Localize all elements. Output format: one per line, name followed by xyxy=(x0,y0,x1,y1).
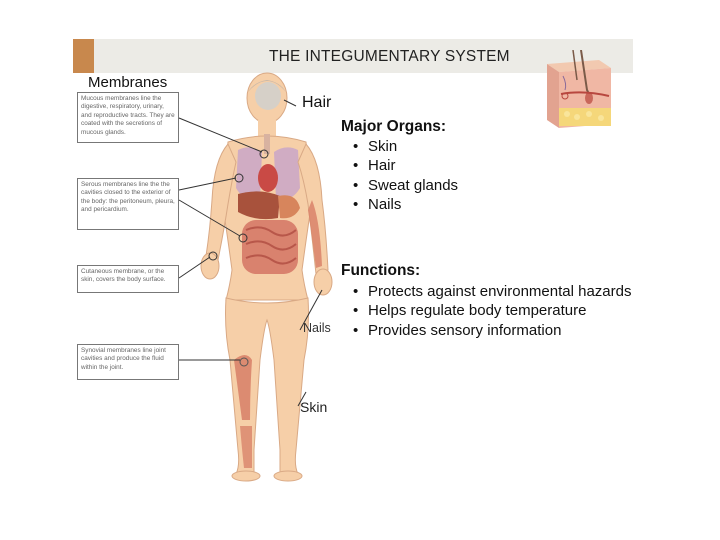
bullet-icon: • xyxy=(353,302,359,320)
bullet-icon: • xyxy=(353,157,359,175)
bullet-icon: • xyxy=(353,321,359,339)
functions-list: •Protects against environmental hazards … xyxy=(353,282,643,340)
label-skin: Skin xyxy=(300,399,328,415)
major-organs-heading: Major Organs: xyxy=(341,118,447,135)
membrane-box-serous: Serous membranes line the the cavities c… xyxy=(77,178,179,230)
bullet-icon: • xyxy=(353,138,359,155)
skin-cross-section-icon xyxy=(547,50,611,128)
list-item: •Sweat glands xyxy=(353,176,459,194)
bullet-icon: • xyxy=(353,196,359,214)
list-item: •Provides sensory information xyxy=(353,321,562,339)
major-organs-list: •Skin •Hair •Sweat glands •Nails xyxy=(353,137,458,215)
list-item: •Nails xyxy=(353,196,402,214)
list-item: •Helps regulate body temperature xyxy=(353,302,587,320)
list-item: •Hair xyxy=(353,157,396,175)
label-nails: Nails xyxy=(303,321,331,335)
label-hair: Hair xyxy=(302,94,332,111)
title-accent xyxy=(73,39,94,73)
membrane-box-cutaneous: Cutaneous membrane, or the skin, covers … xyxy=(77,265,179,293)
membrane-box-synovial: Synovial membranes line joint cavities a… xyxy=(77,344,179,380)
page-title: THE INTEGUMENTARY SYSTEM xyxy=(269,48,510,65)
membrane-box-mucous: Mucous membranes line the digestive, res… xyxy=(77,92,179,143)
list-item: •Skin xyxy=(353,138,398,155)
functions-heading: Functions: xyxy=(341,262,421,279)
bullet-icon: • xyxy=(353,283,359,300)
list-item: •Protects against environmental hazards xyxy=(353,283,632,300)
bullet-icon: • xyxy=(353,176,359,194)
human-body-figure xyxy=(200,72,333,482)
membranes-heading: Membranes xyxy=(88,74,168,91)
title-bar: THE INTEGUMENTARY SYSTEM xyxy=(73,39,633,73)
